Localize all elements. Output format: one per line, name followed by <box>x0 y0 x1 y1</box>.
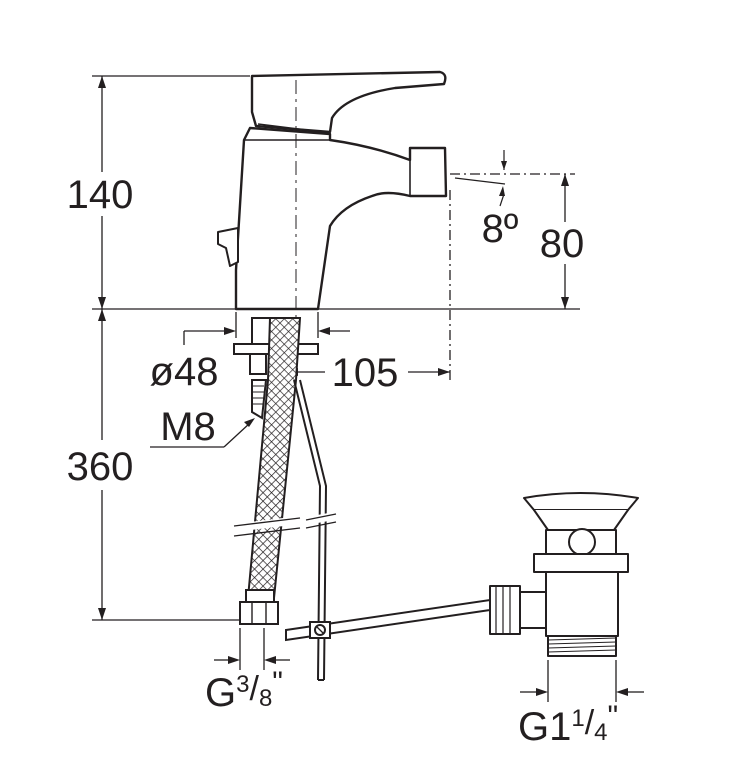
pop-up-rod <box>293 379 337 681</box>
linkage-rod <box>285 598 491 642</box>
dim-angle-label: 8º <box>482 207 519 251</box>
dim-48-lines <box>183 312 350 345</box>
dim-140-label: 140 <box>67 173 134 217</box>
dim-80-label: 80 <box>540 222 585 266</box>
dim-hose-thread-label: G3/8" <box>205 666 283 715</box>
dim-80-lines <box>450 173 575 309</box>
dim-140-lines <box>92 75 250 309</box>
dim-m8-leader <box>150 418 255 448</box>
dim-angle-lines <box>454 150 507 207</box>
dim-waste-thread-label: G11/4" <box>518 700 618 749</box>
tap-body <box>217 70 448 311</box>
dim-360-label: 360 <box>67 445 134 489</box>
dim-360-lines <box>92 309 248 621</box>
hose-nut <box>239 589 279 625</box>
dim-waste-thread-lines <box>520 660 644 702</box>
dim-hose-thread-lines <box>214 628 290 670</box>
dim-105-label: 105 <box>332 351 399 395</box>
dim-m8-label: M8 <box>160 405 216 449</box>
pop-up-waste <box>489 492 639 657</box>
dim-48-label: ø48 <box>150 350 219 394</box>
